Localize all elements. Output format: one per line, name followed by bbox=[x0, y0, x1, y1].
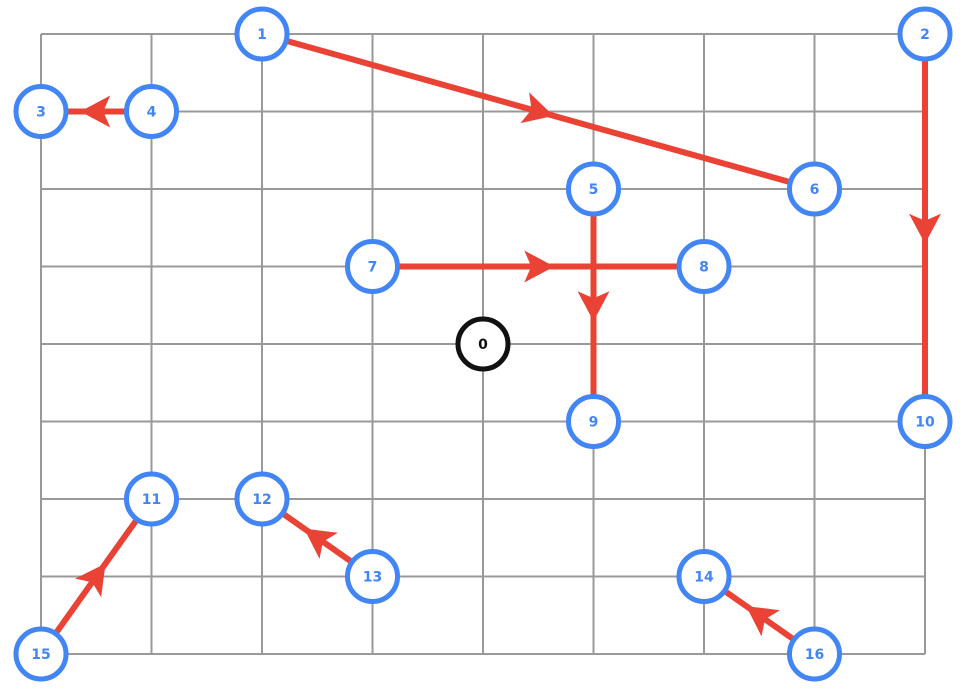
node-circle[interactable] bbox=[897, 6, 953, 62]
node-label: 11 bbox=[142, 492, 161, 508]
edge-2-to-10 bbox=[909, 34, 941, 422]
node-14[interactable]: 14 bbox=[676, 549, 732, 604]
node-label: 3 bbox=[36, 105, 46, 121]
node-circle[interactable] bbox=[124, 84, 179, 139]
edge-15-to-11 bbox=[38, 497, 154, 656]
node-label: 12 bbox=[252, 492, 271, 508]
node-label: 7 bbox=[368, 260, 378, 276]
node-label: 2 bbox=[920, 27, 930, 43]
node-label: 15 bbox=[31, 647, 50, 663]
node-circle[interactable] bbox=[455, 316, 511, 372]
node-1[interactable]: 1 bbox=[234, 6, 290, 62]
node-12[interactable]: 12 bbox=[234, 471, 290, 527]
arrowhead-icon bbox=[75, 563, 106, 598]
node-circle[interactable] bbox=[124, 471, 179, 527]
arrowhead-icon bbox=[304, 528, 338, 559]
edge-7-to-8 bbox=[372, 250, 704, 283]
node-circle[interactable] bbox=[234, 471, 290, 527]
arrowhead-icon bbox=[577, 291, 610, 322]
node-3[interactable]: 3 bbox=[13, 84, 69, 139]
node-label: 13 bbox=[363, 570, 382, 586]
node-15[interactable]: 15 bbox=[13, 626, 69, 682]
node-label: 4 bbox=[147, 105, 157, 121]
node-circle[interactable] bbox=[787, 626, 842, 682]
node-label: 5 bbox=[589, 182, 599, 198]
node-8[interactable]: 8 bbox=[676, 239, 732, 294]
arrowhead-icon bbox=[746, 606, 780, 637]
node-7[interactable]: 7 bbox=[345, 239, 400, 294]
node-label: 1 bbox=[257, 27, 267, 43]
arrowhead-icon bbox=[80, 95, 111, 128]
node-circle[interactable] bbox=[234, 6, 290, 62]
arrowhead-icon bbox=[520, 92, 554, 124]
node-10[interactable]: 10 bbox=[897, 394, 953, 449]
node-circle[interactable] bbox=[787, 161, 842, 217]
origin-node[interactable]: 0 bbox=[455, 316, 511, 372]
node-label: 10 bbox=[915, 415, 935, 431]
node-9[interactable]: 9 bbox=[566, 394, 621, 449]
node-circle[interactable] bbox=[13, 626, 69, 682]
edge-1-to-6 bbox=[261, 31, 816, 192]
node-circle[interactable] bbox=[676, 239, 732, 294]
node-label: 16 bbox=[805, 647, 824, 663]
arrowhead-icon bbox=[909, 213, 941, 244]
node-6[interactable]: 6 bbox=[787, 161, 842, 217]
node-16[interactable]: 16 bbox=[787, 626, 842, 682]
node-circle[interactable] bbox=[345, 239, 400, 294]
node-13[interactable]: 13 bbox=[345, 549, 400, 604]
node-circle[interactable] bbox=[566, 394, 621, 449]
node-label: 6 bbox=[810, 182, 820, 198]
node-5[interactable]: 5 bbox=[566, 161, 621, 217]
node-circle[interactable] bbox=[13, 84, 69, 139]
node-label: 0 bbox=[478, 337, 488, 353]
node-label: 14 bbox=[694, 570, 714, 586]
node-label: 8 bbox=[699, 260, 709, 276]
node-4[interactable]: 4 bbox=[124, 84, 179, 139]
node-circle[interactable] bbox=[566, 161, 621, 217]
node-circle[interactable] bbox=[676, 549, 732, 604]
node-circle[interactable] bbox=[897, 394, 953, 449]
arrowhead-icon bbox=[524, 250, 555, 283]
node-label: 9 bbox=[589, 415, 599, 431]
edge-5-to-9 bbox=[577, 189, 610, 422]
node-circle[interactable] bbox=[345, 549, 400, 604]
node-2[interactable]: 2 bbox=[897, 6, 953, 62]
node-11[interactable]: 11 bbox=[124, 471, 179, 527]
